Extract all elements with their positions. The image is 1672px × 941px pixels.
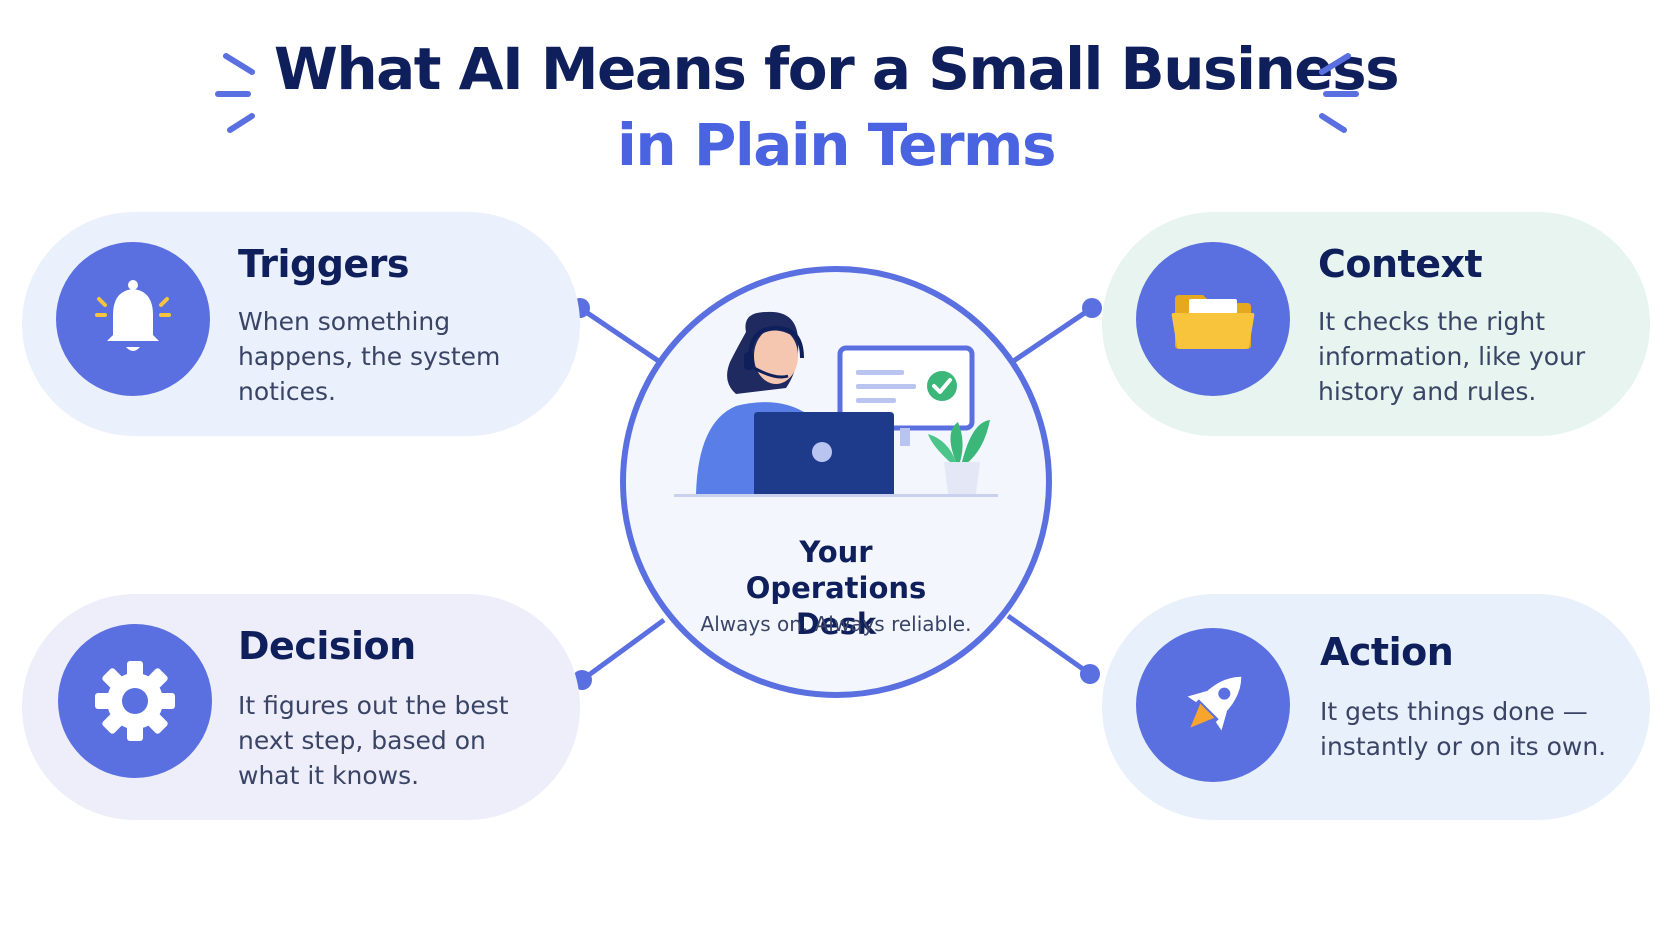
operator-at-desk-illustration xyxy=(674,311,998,497)
triggers-description: When something happens, the system notic… xyxy=(238,307,501,406)
page-subtitle: in Plain Terms xyxy=(616,111,1057,179)
action-icon-circle xyxy=(1136,628,1290,782)
action-title: Action xyxy=(1320,630,1454,674)
triggers-icon-circle xyxy=(56,242,210,396)
triggers-title: Triggers xyxy=(238,242,410,286)
context-description: It checks the right information, like yo… xyxy=(1318,307,1586,406)
page-title: What AI Means for a Small Business xyxy=(273,35,1400,103)
operations-desk-hub: Your Operations Desk Always on. Always r… xyxy=(620,266,1052,698)
folder-icon xyxy=(1171,295,1255,349)
left-sparkle-icon xyxy=(215,53,255,133)
decision-description: It figures out the best next step, based… xyxy=(238,691,509,790)
context-card: Context It checks the right information,… xyxy=(1102,212,1650,436)
gear-icon xyxy=(95,661,175,741)
decision-card: Decision It figures out the best next st… xyxy=(22,594,580,820)
bell-icon xyxy=(95,280,171,351)
decision-title: Decision xyxy=(238,624,416,668)
decision-icon-circle xyxy=(58,624,212,778)
triggers-card: Triggers When something happens, the sys… xyxy=(22,212,580,436)
action-description: It gets things done — instantly or on it… xyxy=(1320,697,1607,761)
right-sparkle-icon xyxy=(1319,53,1359,133)
context-icon-circle xyxy=(1136,242,1290,396)
hub-title: Your Operations Desk xyxy=(745,535,927,641)
rocket-icon xyxy=(1187,676,1242,731)
context-title: Context xyxy=(1318,242,1483,286)
action-card: Action It gets things done — instantly o… xyxy=(1102,594,1650,820)
hub-tagline: Always on. Always reliable. xyxy=(700,612,972,636)
